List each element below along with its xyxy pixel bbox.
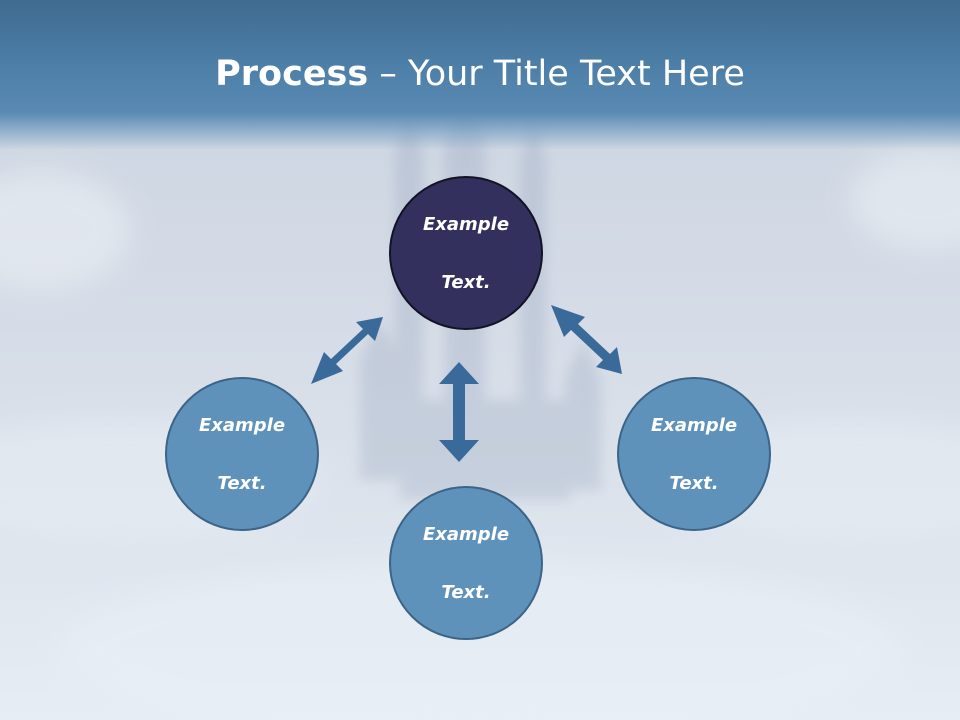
node-text-line1: Example <box>650 414 738 436</box>
title-bold: Process <box>215 54 369 94</box>
node-text-line2: Text. <box>669 472 719 494</box>
slide-title: Process – Your Title Text Here <box>0 52 960 96</box>
title-bar <box>0 0 960 150</box>
node-text-line2: Text. <box>441 271 491 293</box>
node-text-line2: Text. <box>441 581 491 603</box>
node-text-line1: Example <box>422 213 510 235</box>
node-text-line2: Text. <box>217 472 267 494</box>
node-text-line1: Example <box>198 414 286 436</box>
node-text-line1: Example <box>422 523 510 545</box>
arrow-top-right <box>551 305 622 374</box>
arrow-top-left <box>311 317 383 384</box>
title-rest: – Your Title Text Here <box>368 54 745 94</box>
arrow-vertical <box>439 362 479 462</box>
